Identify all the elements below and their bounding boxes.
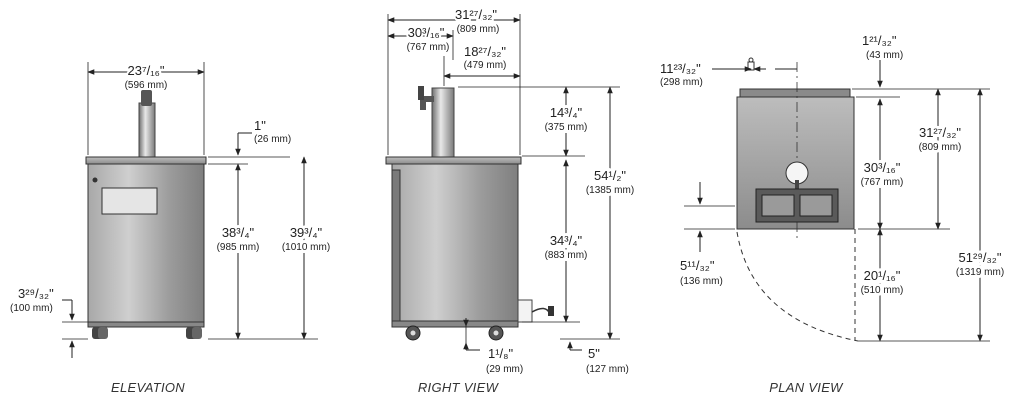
plan-total-depth-imperial: 51²⁹/₃₂" <box>959 250 1002 265</box>
right-overall-height-imperial: 54¹/₂" <box>594 168 626 183</box>
plan-top-depth-imperial: 30³/₁₆" <box>864 160 901 175</box>
right-cabinet <box>391 163 519 322</box>
elevation-total-height-metric: (1010 mm) <box>282 242 330 253</box>
right-view: 31²⁷/₃₂" (809 mm) 30³/₁₆" (767 mm) 18²⁷/… <box>385 5 637 395</box>
elevation-cabinet-height-imperial: 38³/₄" <box>222 225 255 240</box>
elevation-base <box>87 321 205 328</box>
plan-rim-metric: (43 mm) <box>866 50 903 61</box>
right-caption: RIGHT VIEW <box>418 380 500 395</box>
elevation-caster-height-imperial: 3²⁹/₃₂" <box>18 286 54 301</box>
elevation-width-imperial: 23⁷/₁₆" <box>127 63 164 78</box>
plan-rim-imperial: 1²¹/₃₂" <box>862 33 897 48</box>
right-cabinet-height-imperial: 34³/₄" <box>550 233 583 248</box>
right-tower <box>431 87 455 159</box>
plan-drip-offset-imperial: 5¹¹/₃₂" <box>680 258 715 273</box>
plan-caption: PLAN VIEW <box>769 380 844 395</box>
caster-wheel-icon <box>92 327 202 339</box>
caster-wheel-icon <box>405 325 504 341</box>
right-tower-height-metric: (375 mm) <box>545 122 588 133</box>
right-cabinet-height-metric: (883 mm) <box>545 250 588 261</box>
plan-rim <box>739 88 851 98</box>
elevation-view: 23⁷/₁₆" (596 mm) 1" (26 mm) 38³/₄" (985 … <box>10 61 333 395</box>
elevation-top-offset-metric: (26 mm) <box>254 134 291 145</box>
right-top-depth-imperial: 30³/₁₆" <box>408 25 445 40</box>
plan-drip-offset-metric: (136 mm) <box>680 276 723 287</box>
right-base <box>391 320 519 328</box>
elevation-caster-height-metric: (100 mm) <box>10 303 53 314</box>
plan-top-depth-metric: (767 mm) <box>861 177 904 188</box>
plan-door-swing-imperial: 20¹/₁₆" <box>864 268 901 283</box>
elevation-tower <box>138 102 156 159</box>
elevation-top-offset-imperial: 1" <box>254 118 266 133</box>
right-tower-height-imperial: 14³/₄" <box>550 105 583 120</box>
right-overall-depth-imperial: 31²⁷/₃₂" <box>455 7 497 22</box>
right-overall-height-metric: (1385 mm) <box>586 185 634 196</box>
right-overall-depth-metric: (809 mm) <box>457 24 500 35</box>
elevation-total-height-imperial: 39³/₄" <box>290 225 323 240</box>
right-tower-offset-imperial: 18²⁷/₃₂" <box>464 44 506 59</box>
plan-total-depth-metric: (1319 mm) <box>956 267 1004 278</box>
right-rear-clearance-imperial: 5" <box>588 346 600 361</box>
plan-door-swing-metric: (510 mm) <box>861 285 904 296</box>
plan-tower-offset-imperial: 11²³/₃₂" <box>660 61 701 76</box>
right-countertop <box>385 156 522 165</box>
door-handle-icon <box>101 187 158 215</box>
right-rear-clearance-metric: (127 mm) <box>586 364 629 375</box>
plan-view: 11²³/₃₂" (298 mm) 1²¹/₃₂" (43 mm) 31²⁷/₃… <box>660 33 1007 395</box>
plan-overall-depth-imperial: 31²⁷/₃₂" <box>919 125 961 140</box>
power-cord-icon <box>517 299 554 323</box>
plan-tower-offset-metric: (298 mm) <box>660 77 703 88</box>
elevation-width-metric: (596 mm) <box>125 80 168 91</box>
plan-door-swing <box>736 231 859 342</box>
elevation-caption: ELEVATION <box>111 380 185 395</box>
plan-overall-depth-metric: (809 mm) <box>919 142 962 153</box>
faucet-icon <box>747 57 755 71</box>
tap-handle-icon <box>141 90 152 106</box>
right-top-depth-metric: (767 mm) <box>407 42 450 53</box>
right-tower-offset-metric: (479 mm) <box>464 60 507 71</box>
elevation-countertop <box>85 156 207 165</box>
right-bottom-offset-metric: (29 mm) <box>486 364 523 375</box>
elevation-cabinet-height-metric: (985 mm) <box>217 242 260 253</box>
right-bottom-offset-imperial: 1¹/₈" <box>488 346 514 361</box>
lock-icon <box>92 177 98 183</box>
right-door-edge <box>391 169 401 322</box>
